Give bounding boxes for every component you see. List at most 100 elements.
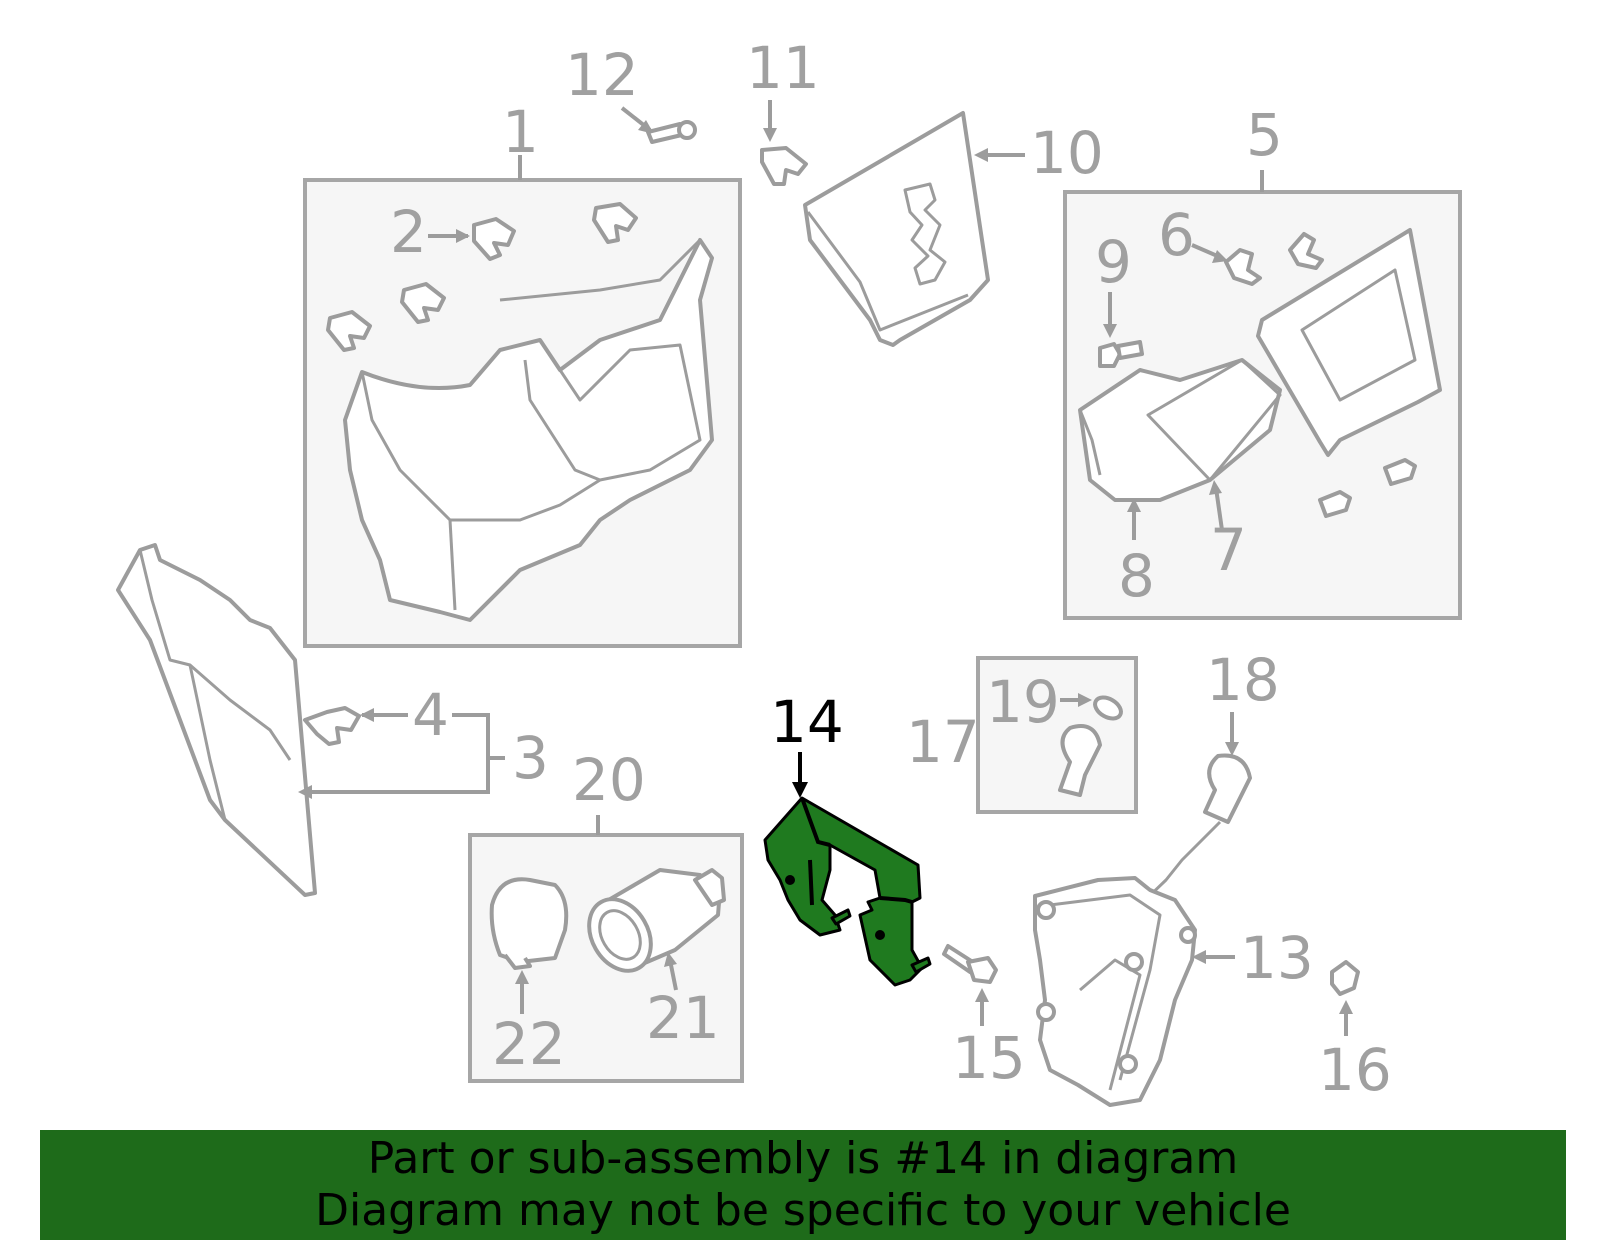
console-detail [360,359,602,522]
clip-2-icon [472,217,516,261]
arrow-8-icon [1127,498,1141,512]
clip-icon [400,282,446,324]
group-5-assembly: 5 6 9 8 7 [1063,101,1462,620]
callout-16: 16 [1318,1036,1392,1104]
console-detail [499,238,702,302]
callout-20: 20 [572,746,646,814]
info-banner: Part or sub-assembly is #14 in diagram D… [40,1130,1566,1240]
arrow-7-icon [1209,480,1222,495]
callout-18: 18 [1206,646,1280,714]
callout-14: 14 [770,688,844,756]
nut-16-icon [1330,960,1360,996]
cover-tab-icon [503,953,532,970]
clip-4-icon [303,706,361,746]
ring-19-icon [1093,695,1123,721]
cover-22-icon [489,877,569,964]
callout-10: 10 [1030,119,1104,187]
arrow-9-icon [1103,324,1117,338]
part-14-bracket: 14 [763,688,932,987]
trim-bezel-icon [1256,228,1442,457]
arrow-3-icon [298,785,312,799]
arrow-13-icon [1192,950,1206,964]
callout-2: 2 [390,198,427,266]
shift-knob-18-icon [1203,753,1252,824]
socket-face-icon [587,897,653,973]
arrow-14-icon [792,782,808,798]
bolt-hole-icon [1179,926,1197,944]
callout-1: 1 [502,98,539,166]
clip-icon [1288,232,1324,270]
callout-17: 17 [906,708,980,776]
bolt-hole-icon [785,875,795,885]
stud-icon [830,908,852,926]
group-top-middle: 12 11 10 [565,34,1104,347]
bolt-shaft-icon [1116,340,1144,360]
arrow-6-icon [1212,250,1228,263]
group-20-assembly: 20 22 21 [468,746,744,1083]
clip-11-icon [760,146,808,186]
shift-gate-icon [903,182,947,286]
shift-bezel-10-icon [803,111,990,347]
bracket-detail [879,896,913,904]
callout-15: 15 [952,1024,1026,1092]
display-face [1146,358,1282,482]
socket-bore-icon [598,909,642,961]
callout-22: 22 [492,1010,566,1078]
arrow-22-icon [515,970,529,984]
bolt-hole-icon [1036,1002,1056,1022]
arrow-10-icon [974,148,988,162]
bracket-detail [800,797,831,847]
clip-icon [1318,490,1352,518]
arrow-4-icon [360,708,374,722]
arrow-11-icon [763,128,777,142]
callout-6: 6 [1158,201,1195,269]
console-detail [448,519,457,611]
banner-line-1: Part or sub-assembly is #14 in diagram [367,1133,1239,1184]
trim-bezel-window [1300,268,1417,402]
group-17-box [976,656,1138,814]
clip-icon [592,202,638,244]
arrow-21-icon [664,952,677,967]
bolt-9-icon [1098,342,1122,368]
arrow-2-icon [456,229,470,243]
clip-6-icon [1224,248,1262,286]
banner-line-2: Diagram may not be specific to your vehi… [315,1185,1291,1236]
group-17-assembly: 17 19 [906,656,1138,814]
stud-icon [910,956,932,974]
display-housing-7-icon [1078,358,1282,502]
bolt-hole-icon [875,930,885,940]
callout-11: 11 [746,34,820,102]
group-fasteners: 15 16 [942,944,1392,1104]
callout-5: 5 [1246,101,1283,169]
group-shifter: 18 13 [1033,646,1314,1107]
display-detail [1078,409,1102,476]
console-panel-icon [343,238,714,622]
bracket-14-icon [763,796,924,987]
callout-3: 3 [512,724,549,792]
bolt-hole-icon [1036,900,1056,920]
arrow-16-icon [1339,1000,1353,1014]
clip-icon [1383,458,1417,486]
callout-9: 9 [1095,228,1132,296]
shifter-detail [1049,893,1162,1081]
side-panel-icon [116,543,317,897]
screw-head-icon [677,120,697,140]
bolt-head-icon [966,956,998,984]
knob-17-icon [1058,724,1102,797]
callout-13: 13 [1240,924,1314,992]
clip-icon [326,310,372,352]
callout-21: 21 [646,984,720,1052]
callout-4: 4 [412,681,449,749]
arrow-19-icon [1078,693,1092,707]
side-panel-detail [188,664,227,821]
bracket-detail [808,859,814,906]
group-3-side-panel: 4 3 [116,543,549,897]
callout-7: 7 [1210,516,1247,584]
console-detail [558,343,702,482]
callout-12: 12 [565,41,639,109]
leader-3 [302,713,490,794]
bolt-hole-icon [1124,952,1144,972]
leader-7 [1214,487,1224,531]
socket-connector-icon [693,868,726,907]
